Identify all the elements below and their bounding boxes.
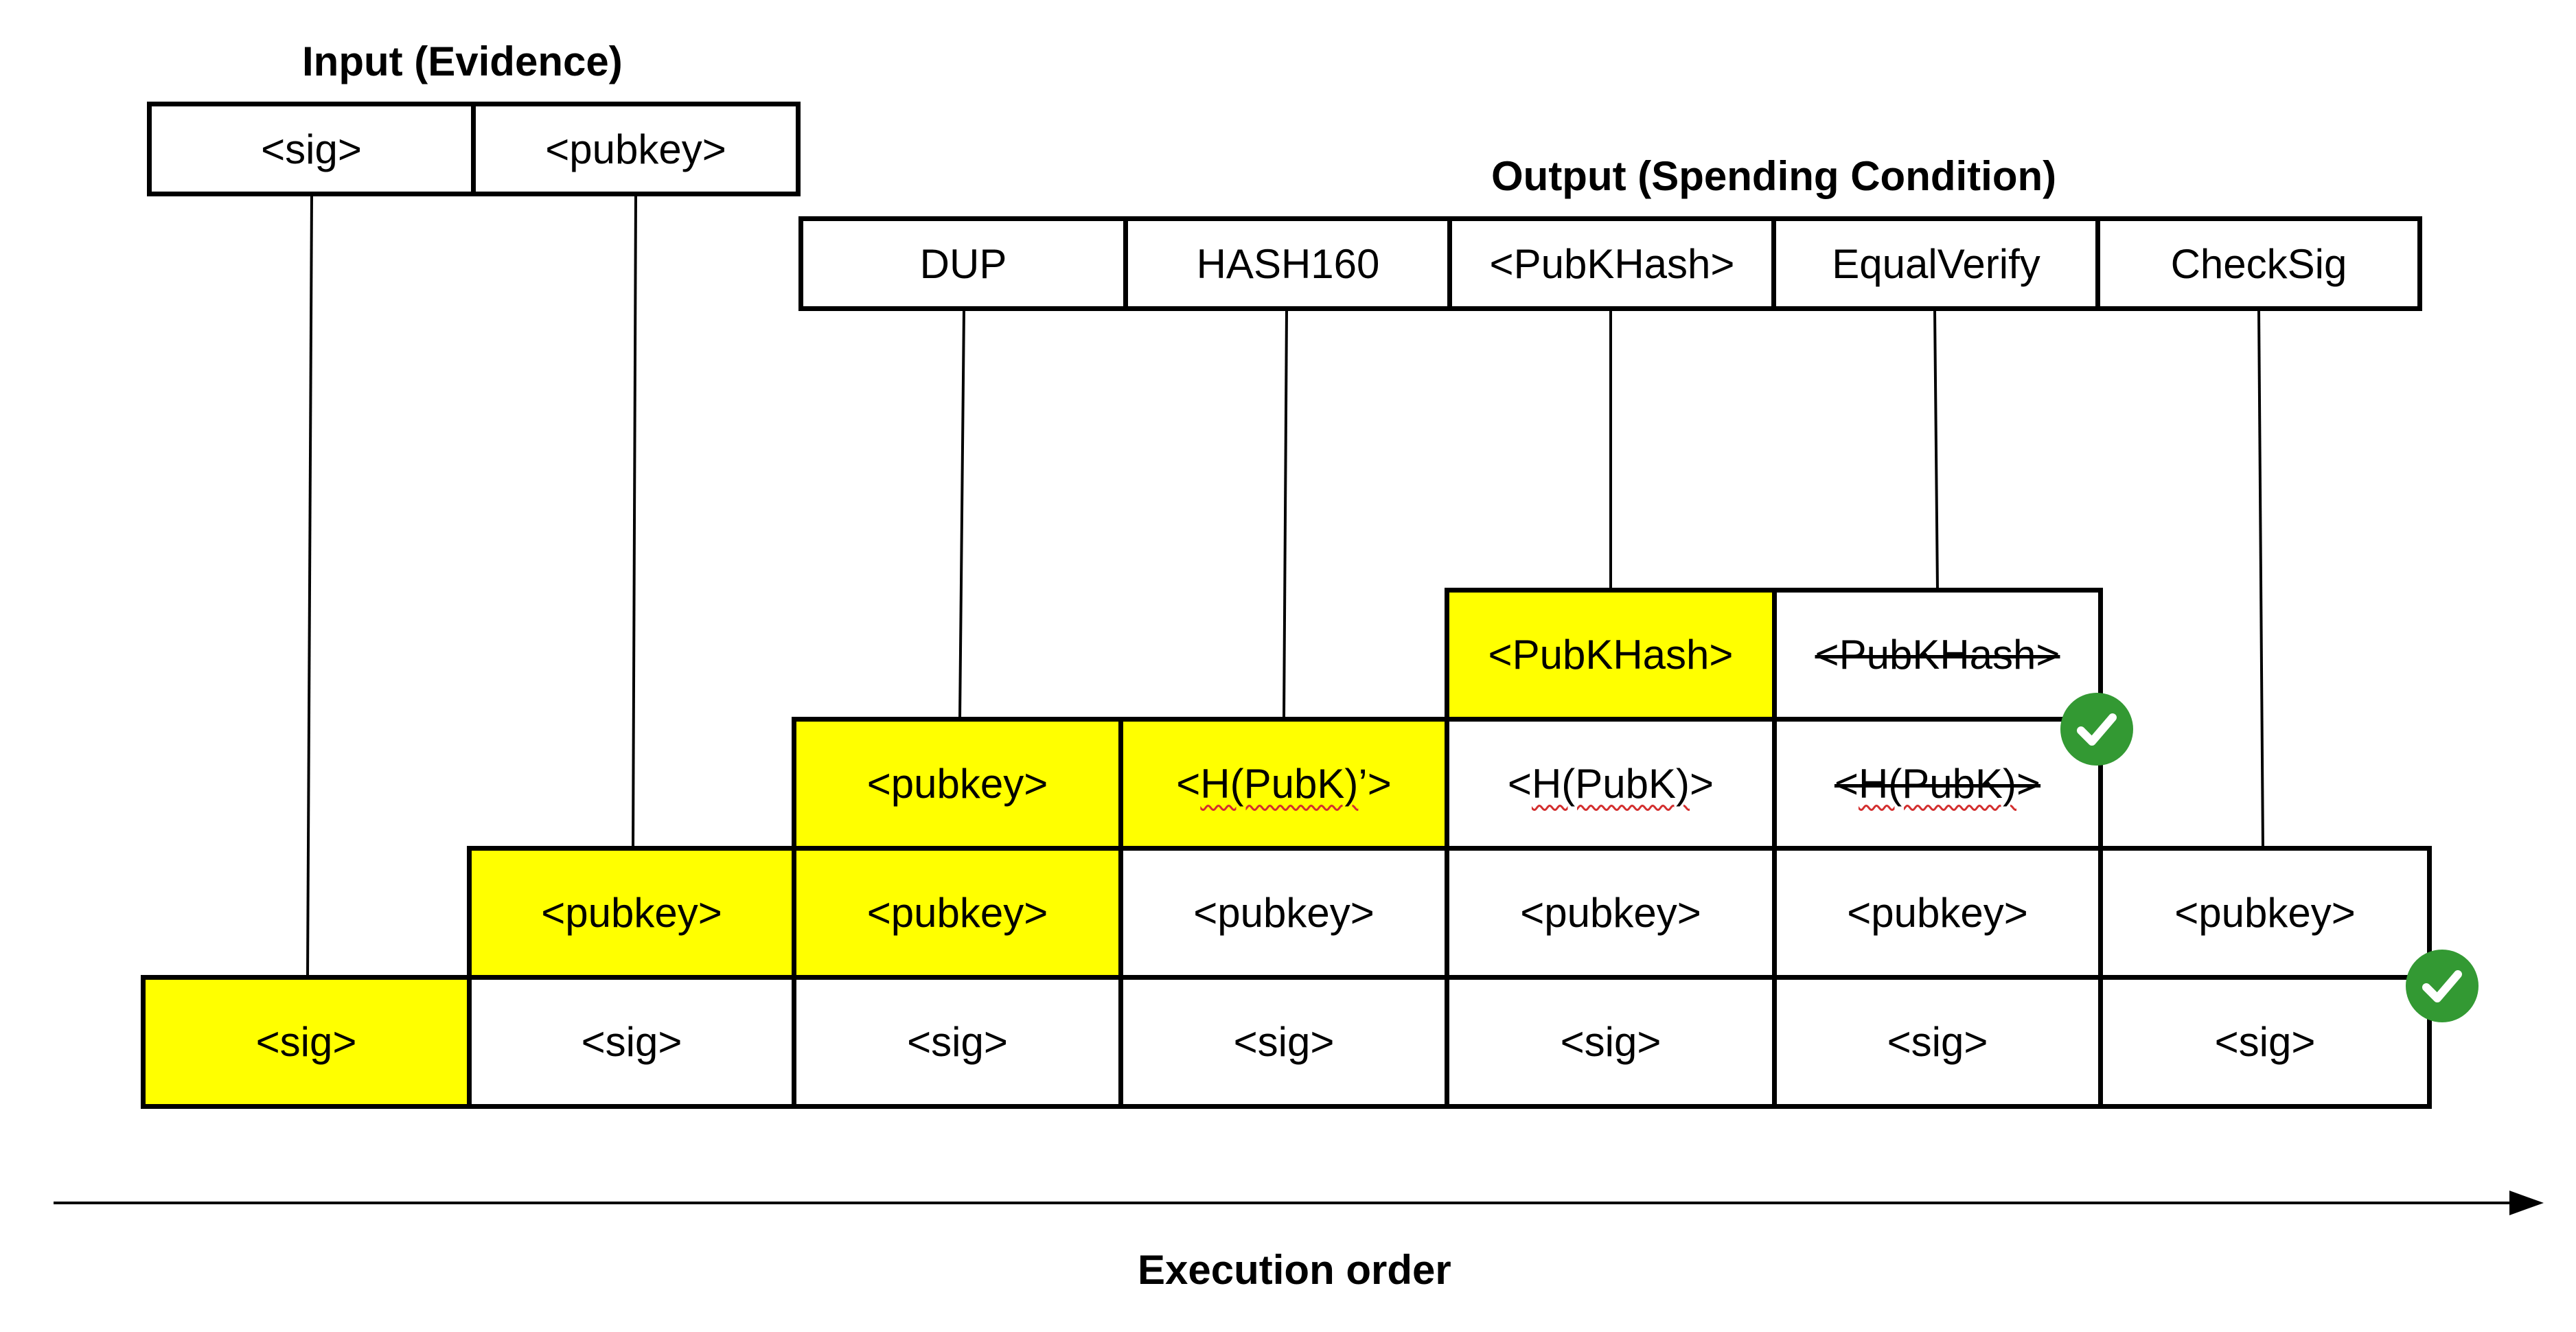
check-circle-icon [2406,950,2479,1022]
struck-hash-pre: < [1834,761,1859,807]
struck-hash-post: > [2016,761,2041,807]
stack-pubkey-dup-cell: <pubkey> [792,717,1123,851]
output-title: Output (Spending Condition) [1491,153,2057,199]
connector-checksig [2257,310,2264,849]
connector-equalverify [1933,310,1939,591]
stack-row2-cell-6: <pubkey> [1772,846,2103,980]
output-pubkhash-box: <PubKHash> [1447,216,1777,311]
connector-hash160 [1283,310,1288,720]
struck-hash-text: <H(PubK)> [1835,760,2040,807]
stack-hash-struck-cell: <H(PubK)> [1772,717,2103,851]
stack-row1-cell-7: <sig> [2098,975,2432,1109]
input-sig-box: <sig> [147,102,476,196]
connector-dup [958,310,965,720]
input-pubkey-box: <pubkey> [471,102,801,196]
stack-hash-computed-cell: <H(PubK)’> [1118,717,1449,851]
execution-order-label: Execution order [1138,1247,1451,1293]
connector-pubkey [632,194,637,849]
hash-text: H(PubK) [1531,761,1690,807]
stack-row2-cell-3: <pubkey> [792,846,1123,980]
stack-row2-cell-5: <pubkey> [1445,846,1777,980]
hash-computed-pre: < [1176,761,1201,807]
output-checksig-box: CheckSig [2095,216,2422,311]
input-title: Input (Evidence) [302,38,623,84]
stack-row1-cell-4: <sig> [1118,975,1449,1109]
stack-row1-cell-1: <sig> [141,975,472,1109]
hash-computed-text: H(PubK) [1200,761,1359,807]
stack-row1-cell-3: <sig> [792,975,1123,1109]
output-equalverify-box: EqualVerify [1771,216,2101,311]
hash-pre: < [1507,761,1532,807]
struck-hash-squig: H(PubK) [1858,761,2017,807]
check-circle-icon [2060,693,2133,766]
hash-computed-post: ’> [1358,761,1392,807]
output-hash160-box: HASH160 [1123,216,1453,311]
hash-post: > [1690,761,1714,807]
stack-row2-cell-4: <pubkey> [1118,846,1449,980]
stack-row1-cell-5: <sig> [1445,975,1777,1109]
stack-hash-cell: <H(PubK)> [1445,717,1777,851]
struck-pubkhash-text: <PubKHash> [1815,632,2060,678]
output-dup-box: DUP [798,216,1128,311]
stack-row1-cell-6: <sig> [1772,975,2103,1109]
connector-sig [306,194,313,978]
stack-row2-cell-7: <pubkey> [2098,846,2432,980]
stack-row2-cell-2: <pubkey> [467,846,796,980]
execution-axis-arrowhead [2509,1191,2544,1215]
stack-pubkhash-cell: <PubKHash> [1445,588,1777,722]
stack-pubkhash-struck-cell: <PubKHash> [1772,588,2103,722]
stack-row1-cell-2: <sig> [467,975,796,1109]
